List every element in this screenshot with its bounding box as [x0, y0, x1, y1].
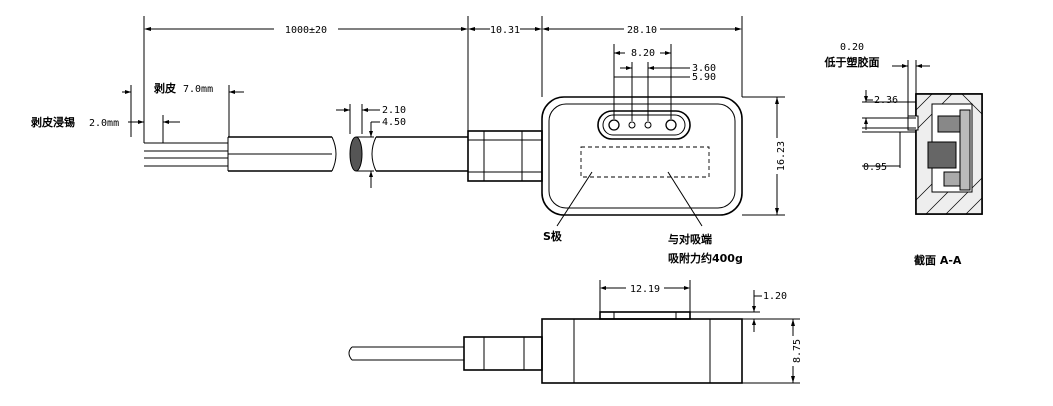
pin-center-right: [644, 121, 652, 129]
dim-8-20: 8.20: [631, 48, 655, 59]
s-pole-label: S极: [543, 229, 563, 243]
attract-label-2: 吸附力约400g: [668, 251, 743, 265]
dim-5-90: 5.90: [692, 72, 716, 83]
dim-2-36: 2.36: [874, 95, 898, 106]
pin-right: [665, 119, 677, 131]
magnet-zone: [580, 146, 710, 178]
dim-0-95: 0.95: [863, 162, 887, 173]
cable-cross-section: [349, 136, 363, 172]
dim-8-75: 8.75: [792, 339, 803, 363]
dim-4-50: 4.50: [382, 117, 406, 128]
dim-1-20: 1.20: [763, 291, 787, 302]
dim-cable-length: 1000±20: [285, 25, 327, 36]
dim-strip-2mm: 2.0mm: [89, 118, 119, 129]
pin-center-left: [628, 121, 636, 129]
cable-top-view: [144, 130, 543, 182]
dim-strip-7mm: 7.0mm: [183, 84, 213, 95]
attract-label-1: 与对吸端: [668, 232, 712, 246]
section-label: 截面 A-A: [914, 253, 962, 267]
section-a-a: 2.36 0.95 0.20 低于塑胶面 截面 A-A: [824, 42, 983, 267]
pin-left: [608, 119, 620, 131]
side-view: 12.19 1.20 8.75: [348, 280, 803, 384]
dim-16-23: 16.23: [776, 141, 787, 171]
dim-28-10: 28.10: [627, 25, 657, 36]
connector-top-view: [541, 96, 743, 216]
top-dimensions: 1000±20 10.31 28.10 8.20 3.60 5.90: [31, 16, 787, 265]
recess-note: 低于塑胶面: [824, 55, 880, 69]
dim-10-31: 10.31: [490, 25, 520, 36]
strip-outer-label: 剥皮: [154, 81, 176, 95]
dim-3-60: 3.60: [692, 63, 716, 74]
dim-12-19: 12.19: [630, 284, 660, 295]
dim-0-20: 0.20: [840, 42, 864, 53]
dim-2-10: 2.10: [382, 105, 406, 116]
strip-tin-label: 剥皮浸锡: [31, 115, 75, 129]
